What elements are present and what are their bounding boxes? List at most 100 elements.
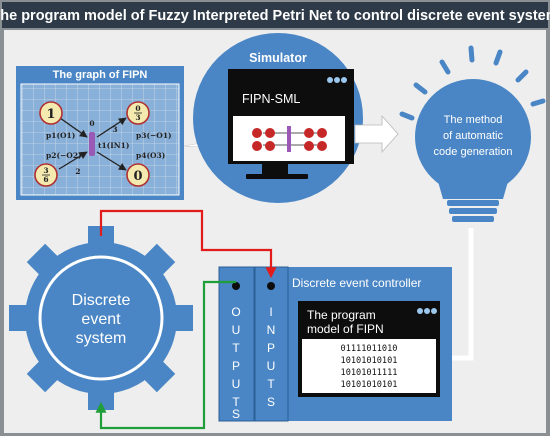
bulb-text-line-1: The method bbox=[444, 114, 503, 126]
sim-place-4 bbox=[265, 141, 275, 151]
code-line-1: 01111011010 bbox=[341, 344, 398, 354]
input-signal-arrow bbox=[99, 209, 277, 279]
place-p4 bbox=[126, 163, 150, 187]
arc-p2-t1 bbox=[58, 151, 88, 170]
outputs-letter-6: T bbox=[232, 395, 240, 409]
bulb-neck bbox=[437, 178, 509, 199]
monitor-base bbox=[246, 174, 308, 179]
title-bar bbox=[2, 2, 548, 28]
arc-p1-t1 bbox=[59, 117, 88, 138]
simulator-monitor: Simulator FIPN-SML bbox=[193, 33, 363, 203]
inputs-column bbox=[254, 266, 289, 422]
bulb-ray-6 bbox=[515, 69, 529, 83]
outputs-letter-4: P bbox=[232, 359, 240, 373]
outputs-column bbox=[218, 266, 255, 422]
place-p1-label: p1(O1) bbox=[46, 131, 75, 140]
place-p4-marking: 0 bbox=[133, 169, 142, 184]
place-p3-label: p3(−O1) bbox=[136, 131, 172, 140]
graph-arcs bbox=[58, 117, 127, 171]
gear-ring bbox=[38, 255, 164, 381]
program-dot-1 bbox=[417, 308, 423, 314]
gear-text-line-1: Discrete bbox=[72, 292, 131, 309]
controller-title: Discrete event controller bbox=[292, 276, 421, 290]
bulb-base-3 bbox=[452, 216, 494, 222]
bulb-ray-2 bbox=[413, 82, 428, 95]
arc-t1-p3 bbox=[96, 117, 127, 138]
sim-place-2 bbox=[265, 128, 275, 138]
simulator-to-bulb-arrow bbox=[354, 114, 399, 154]
sim-place-3 bbox=[252, 141, 262, 151]
page-title: The program model of Fuzzy Interpreted P… bbox=[0, 8, 550, 24]
place-p3-marking-den: 3 bbox=[135, 113, 140, 122]
window-dot-2 bbox=[334, 77, 340, 83]
place-p2-marking-num: 3 bbox=[43, 166, 48, 175]
inputs-letter-2: N bbox=[267, 323, 276, 337]
monitor-stand bbox=[262, 164, 288, 176]
outputs-letter-5: U bbox=[232, 377, 241, 391]
code-line-2: 10101010101 bbox=[341, 356, 398, 366]
gear-text-line-2: event bbox=[81, 311, 121, 328]
arc-weight-3: 3 bbox=[112, 125, 117, 134]
program-window-title-2: model of FIPN bbox=[307, 322, 384, 336]
program-window-title-1: The program bbox=[307, 308, 376, 322]
bulb-ray-5 bbox=[493, 49, 503, 66]
discrete-event-controller: Discrete event controller O U T P U T S … bbox=[218, 266, 452, 422]
sim-transition bbox=[287, 126, 291, 152]
place-p2-label: p2(−O2) bbox=[46, 151, 82, 160]
bulb-text-line-3: code generation bbox=[434, 146, 513, 158]
transition-t1 bbox=[89, 132, 95, 156]
code-line-3: 10101011111 bbox=[341, 368, 398, 378]
sim-place-6 bbox=[317, 128, 327, 138]
inputs-letter-1: I bbox=[269, 305, 272, 319]
code-panel bbox=[302, 339, 436, 393]
inputs-letter-6: S bbox=[267, 395, 275, 409]
inputs-letter-4: U bbox=[267, 359, 276, 373]
simulator-title: Simulator bbox=[249, 51, 307, 65]
gear-text-line-3: system bbox=[76, 330, 127, 347]
sim-place-8 bbox=[317, 141, 327, 151]
transition-t1-label: t1(IN1) bbox=[98, 141, 129, 150]
outputs-letter-2: U bbox=[232, 323, 241, 337]
bulb-text-line-2: of automatic bbox=[443, 130, 503, 142]
place-p2-marking-den: 6 bbox=[43, 175, 48, 184]
discrete-event-system-gear: Discrete event system bbox=[9, 226, 193, 410]
output-port bbox=[232, 282, 240, 290]
bulb-ray-1 bbox=[399, 111, 415, 121]
gear-body bbox=[25, 242, 177, 394]
bulb-ray-7 bbox=[530, 98, 546, 107]
sim-place-5 bbox=[304, 128, 314, 138]
window-dot-3 bbox=[341, 77, 347, 83]
bulb-base-2 bbox=[449, 208, 497, 214]
bulb-ray-4 bbox=[468, 45, 475, 63]
graph-title: The graph of FIPN bbox=[53, 69, 148, 81]
fipn-graph-panel: The graph of FIPN 1 3 6 0 3 0 p1(O1) p2(… bbox=[16, 66, 184, 200]
input-port bbox=[267, 282, 275, 290]
place-p1-marking: 1 bbox=[46, 107, 55, 122]
code-generation-bulb: The method of automatic code generation bbox=[399, 45, 546, 222]
bulb-to-program-arrow-line bbox=[450, 228, 474, 361]
arc-weight-2: 2 bbox=[75, 167, 80, 176]
inputs-letter-3: P bbox=[267, 341, 275, 355]
outputs-letter-1: O bbox=[231, 305, 240, 319]
program-dot-2 bbox=[424, 308, 430, 314]
program-dot-3 bbox=[431, 308, 437, 314]
place-p1 bbox=[39, 101, 63, 125]
window-dot-1 bbox=[327, 77, 333, 83]
bulb-ray-3 bbox=[439, 59, 451, 75]
place-p4-label: p4(O3) bbox=[136, 151, 165, 160]
place-p3-marking-num: 0 bbox=[135, 104, 140, 113]
outputs-letter-7: S bbox=[232, 407, 240, 421]
inputs-letter-5: T bbox=[267, 377, 275, 391]
code-line-4: 10101010101 bbox=[341, 380, 398, 390]
simulator-window-title: FIPN-SML bbox=[242, 92, 300, 106]
bulb-glass bbox=[415, 79, 531, 195]
sim-place-1 bbox=[252, 128, 262, 138]
outputs-letter-3: T bbox=[232, 341, 240, 355]
output-signal-arrow bbox=[95, 280, 236, 430]
sim-place-7 bbox=[304, 141, 314, 151]
arc-weight-0: 0 bbox=[89, 119, 94, 128]
arc-t1-p4 bbox=[96, 151, 127, 171]
bulb-base-1 bbox=[447, 200, 499, 206]
